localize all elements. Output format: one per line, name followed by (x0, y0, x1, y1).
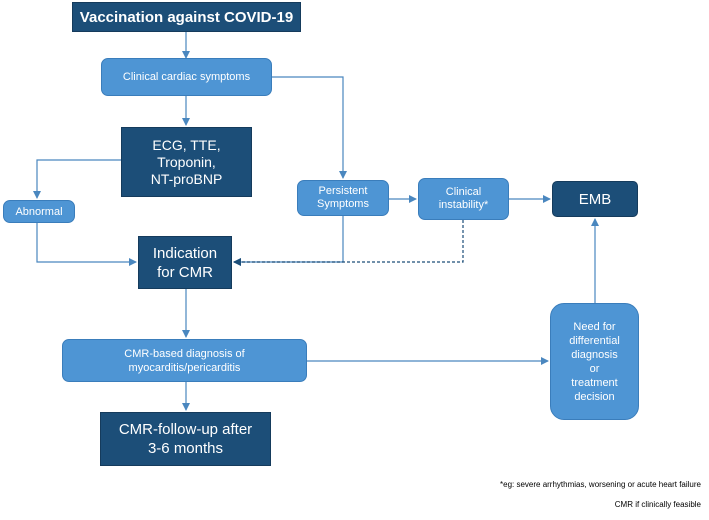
clinical-instability-node: Clinical instability* (418, 178, 509, 220)
need-for-differential-label: Need for differential diagnosis or treat… (569, 320, 620, 403)
clinical-cardiac-symptoms-label: Clinical cardiac symptoms (122, 71, 251, 83)
arrow-abnormal-to-indication (36, 223, 137, 266)
emb-node: EMB (552, 181, 638, 217)
footnote-line-1: *eg: severe arrhythmias, worsening or ac… (500, 480, 701, 489)
need-for-differential-node: Need for differential diagnosis or treat… (550, 303, 639, 420)
footnote: *eg: severe arrhythmias, worsening or ac… (500, 470, 701, 520)
abnormal-node: Abnormal (3, 200, 75, 223)
arrow-persistent-to-indication (233, 216, 344, 266)
emb-label: EMB (578, 190, 612, 208)
clinical-cardiac-symptoms-node: Clinical cardiac symptoms (101, 58, 272, 96)
ecg-tte-troponin-node: ECG, TTE, Troponin, NT-proBNP (121, 127, 252, 197)
arrow-instability-to-indication-dashed (233, 220, 464, 266)
clinical-instability-label: Clinical instability* (438, 186, 489, 211)
vaccination-node: Vaccination against COVID-19 (72, 2, 301, 32)
ecg-tte-troponin-label: ECG, TTE, Troponin, NT-proBNP (150, 136, 223, 187)
arrow-ecg-to-abnormal (33, 159, 121, 199)
indication-cmr-label: Indication for CMR (152, 244, 218, 281)
cmr-follow-up-label: CMR-follow-up after 3-6 months (118, 421, 253, 457)
indication-cmr-node: Indication for CMR (138, 236, 232, 289)
cmr-based-diagnosis-node: CMR-based diagnosis of myocarditis/peric… (62, 339, 307, 382)
arrow-symptoms-to-persistent (272, 76, 347, 179)
connectors (33, 32, 599, 411)
cmr-follow-up-node: CMR-follow-up after 3-6 months (100, 412, 271, 466)
abnormal-label: Abnormal (15, 205, 63, 218)
persistent-symptoms-node: Persistent Symptoms (297, 180, 389, 216)
persistent-symptoms-label: Persistent Symptoms (317, 185, 369, 210)
cmr-based-diagnosis-label: CMR-based diagnosis of myocarditis/peric… (124, 347, 245, 374)
flowchart: Vaccination against COVID-19 Clinical ca… (3, 2, 701, 509)
footnote-line-2: CMR if clinically feasible (614, 500, 701, 509)
vaccination-label: Vaccination against COVID-19 (79, 8, 294, 26)
